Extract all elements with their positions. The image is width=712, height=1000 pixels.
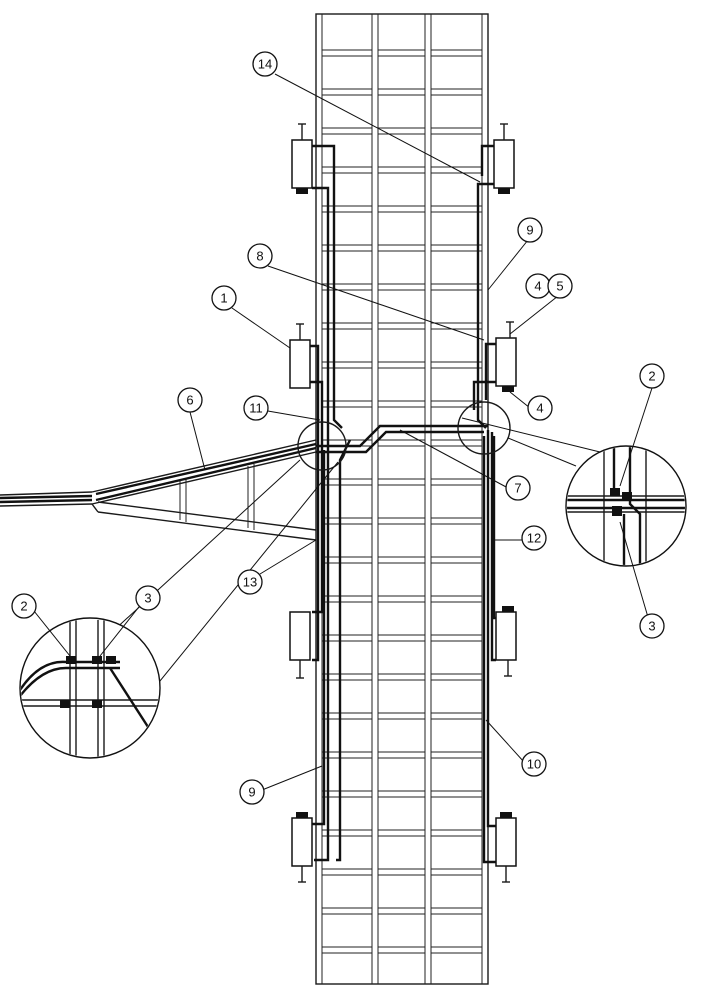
detail-view-left [19, 459, 339, 759]
callout-leaders [29, 73, 653, 791]
callout-label: 8 [256, 249, 263, 264]
callout-label: 9 [526, 223, 533, 238]
callout-9-top: 9 [517, 217, 543, 243]
callout-12: 10 [521, 751, 547, 777]
callout-13: 11 [243, 395, 269, 421]
hitch-tongue [0, 439, 317, 541]
cylinder-left-top [291, 123, 313, 194]
detail-view-right [461, 417, 687, 567]
callout-label: 4 [536, 401, 543, 416]
junction-ring-right [457, 401, 511, 455]
callout-label: 14 [258, 57, 272, 72]
callout-label: 10 [527, 757, 541, 772]
callout-10: 14 [252, 51, 278, 77]
callout-label: 3 [144, 591, 151, 606]
callout-14: 13 [237, 569, 263, 595]
junction-ring-left [297, 421, 347, 471]
callout-label: 13 [243, 575, 257, 590]
callout-label: 1 [220, 291, 227, 306]
callout-label: 12 [527, 531, 541, 546]
callout-8: 8 [247, 243, 273, 269]
cylinder-right-mid [495, 321, 517, 392]
callout-3-right: 3 [639, 613, 665, 639]
callout-label: 2 [20, 599, 27, 614]
callout-label: 11 [249, 401, 263, 416]
callout-3-left: 3 [135, 585, 161, 611]
callout-6: 6 [177, 387, 203, 413]
callout-1: 1 [211, 285, 237, 311]
callout-9-bottom: 9 [239, 779, 265, 805]
callout-4-top: 4 [525, 273, 551, 299]
callout-label: 5 [556, 279, 563, 294]
callout-label: 2 [648, 369, 655, 384]
cylinder-left-bottom [291, 812, 313, 883]
hydraulic-hoses [310, 144, 496, 864]
callout-2-right: 2 [639, 363, 665, 389]
callout-4-bottom: 4 [527, 395, 553, 421]
cylinder-right-lower [495, 606, 517, 677]
callout-label: 7 [514, 481, 521, 496]
callout-label: 6 [186, 393, 193, 408]
cylinder-right-top [493, 123, 515, 194]
callout-label: 9 [248, 785, 255, 800]
callout-7: 7 [505, 475, 531, 501]
callout-11: 12 [521, 525, 547, 551]
cylinder-left-mid [289, 323, 311, 389]
main-frame [315, 13, 489, 985]
cylinder-right-bottom [495, 812, 517, 883]
callout-5: 5 [547, 273, 573, 299]
frame-crossbars [322, 49, 482, 954]
callout-label: 3 [648, 619, 655, 634]
callout-2-left: 2 [11, 593, 37, 619]
cylinder-left-lower [289, 611, 311, 679]
callout-label: 4 [534, 279, 541, 294]
